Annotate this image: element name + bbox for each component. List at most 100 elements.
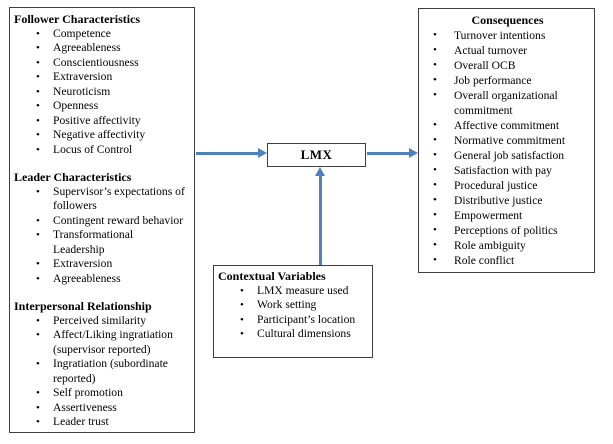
- list-item-label: Overall OCB: [454, 58, 516, 72]
- list-item-label: Role ambiguity: [454, 238, 526, 252]
- list-item: •Affect/Liking ingratiation (supervisor …: [36, 328, 190, 357]
- arrowhead-contextual-to-lmx-icon: [314, 167, 325, 176]
- bullet-icon: •: [36, 42, 40, 54]
- list-item-label: Openness: [53, 99, 99, 112]
- list-item: • Work setting: [240, 298, 368, 313]
- list-item: •Satisfaction with pay: [433, 163, 590, 178]
- list-item-label: Competence: [53, 26, 111, 40]
- bullet-icon: •: [433, 148, 437, 161]
- section-title-follower-characteristics: Follower Characteristics: [14, 12, 141, 26]
- list-item-label: Normative commitment: [454, 133, 566, 147]
- list-item: • Leader trust: [36, 415, 190, 430]
- consequences-box: Consequences •Turnover intentions•Actual…: [418, 8, 595, 273]
- list-item-label: Perceptions of politics: [454, 223, 558, 237]
- list-item-label: Supervisor’s expectations of followers: [53, 184, 185, 213]
- bullet-icon: •: [36, 358, 40, 370]
- bullet-icon: •: [36, 416, 40, 428]
- bullet-icon: •: [240, 313, 244, 326]
- list-item-label: Role conflict: [454, 253, 515, 267]
- list-item: •Extraversion: [36, 70, 190, 85]
- bullet-icon: •: [36, 129, 40, 141]
- bullet-icon: •: [240, 284, 244, 297]
- list-item-label: Job performance: [454, 73, 532, 87]
- list-item-label: Distributive justice: [454, 193, 543, 207]
- list-item-label: Satisfaction with pay: [454, 163, 552, 177]
- arrow-line-lmx-to-consequences: [367, 152, 410, 155]
- bullet-icon: •: [433, 238, 437, 251]
- section-title-contextual-variables: Contextual Variables: [218, 269, 326, 283]
- list-item-label: Leader trust: [53, 415, 109, 428]
- list-item: •Empowerment: [433, 208, 590, 223]
- consequences-list: •Turnover intentions•Actual turnover•Ove…: [423, 28, 592, 268]
- list-item-label: Affective commitment: [454, 118, 560, 132]
- list-item-label: Negative affectivity: [53, 128, 146, 141]
- list-item-label: Procedural justice: [454, 178, 538, 192]
- list-item-label: Agreeableness: [53, 41, 121, 54]
- list-item: • Role ambiguity: [433, 238, 590, 253]
- bullet-icon: •: [36, 387, 40, 399]
- section-title-interpersonal-relationship: Interpersonal Relationship: [14, 299, 152, 313]
- bullet-icon: •: [36, 100, 40, 112]
- interpersonal-relationship-section: Interpersonal Relationship • Perceived si…: [14, 299, 192, 430]
- bullet-icon: •: [433, 73, 437, 86]
- section-title-consequences: Consequences: [471, 13, 544, 27]
- bullet-icon: •: [433, 118, 437, 131]
- list-item: • Agreeableness: [36, 41, 190, 56]
- list-item: •Neuroticism: [36, 85, 190, 100]
- bullet-icon: •: [36, 85, 40, 98]
- bullet-icon: •: [433, 253, 437, 266]
- bullet-icon: •: [36, 314, 40, 327]
- list-item-label: Extraversion: [53, 257, 113, 270]
- list-item-label: Transformational Leadership: [53, 228, 134, 256]
- list-item-label: Work setting: [257, 298, 317, 311]
- list-item-label: Participant’s location: [257, 312, 356, 326]
- list-item-label: Ingratiation (subordinate reported): [53, 357, 168, 385]
- list-item: •Positive affectivity: [36, 114, 190, 129]
- bullet-icon: •: [240, 328, 244, 340]
- arrow-line-contextual-to-lmx: [319, 176, 322, 265]
- list-item: •Overall OCB: [433, 58, 590, 73]
- arrow-line-antecedents-to-lmx: [196, 152, 259, 155]
- contextual-variables-list: •LMX measure used•Work setting•Participa…: [218, 284, 370, 342]
- contextual-variables-box: Contextual Variables •LMX measure used•W…: [213, 265, 373, 358]
- list-item-label: Locus of Control: [53, 142, 133, 156]
- lmx-label: LMX: [300, 147, 333, 162]
- list-item: • Negative affectivity: [36, 128, 190, 143]
- list-item: • Self promotion: [36, 386, 190, 401]
- bullet-icon: •: [433, 133, 437, 146]
- bullet-icon: •: [433, 178, 437, 191]
- list-item: •LMX measure used: [240, 284, 368, 299]
- list-item-label: Extraversion: [53, 70, 113, 83]
- leader-characteristics-section: Leader Characteristics • Supervisor’s exp…: [14, 170, 192, 286]
- follower-characteristics-list: • Competence • Agreeableness • Conscientiousn…: [14, 27, 192, 158]
- list-item: •Overall organizational commitment: [433, 88, 590, 118]
- list-item: •Assertiveness: [36, 401, 190, 416]
- bullet-icon: •: [433, 208, 437, 221]
- list-item-label: Perceived similarity: [53, 313, 147, 327]
- list-item: • Ingratiation (subordinate reported): [36, 357, 190, 386]
- list-item-label: Conscientiousness: [53, 55, 139, 69]
- bullet-icon: •: [240, 299, 244, 311]
- arrowhead-lmx-to-consequences-icon: [409, 148, 418, 158]
- list-item: • Participant’s location: [240, 313, 368, 328]
- list-item: • Role conflict: [433, 253, 590, 268]
- leader-characteristics-list: • Supervisor’s expectations of followers •…: [14, 185, 192, 287]
- list-item-label: Assertiveness: [53, 400, 117, 414]
- list-item: • Extraversion: [36, 257, 190, 272]
- bullet-icon: •: [433, 223, 437, 236]
- list-item-label: Self promotion: [53, 386, 123, 399]
- list-item-label: Contingent reward behavior: [53, 213, 184, 227]
- list-item: • Transformational Leadership: [36, 228, 190, 257]
- bullet-icon: •: [36, 329, 40, 341]
- lmx-box: LMX: [267, 143, 366, 167]
- bullet-icon: •: [36, 229, 40, 241]
- list-item-label: Positive affectivity: [53, 113, 141, 127]
- list-item-label: General job satisfaction: [454, 148, 565, 162]
- bullet-icon: •: [36, 258, 40, 270]
- list-item: • Openness: [36, 99, 190, 114]
- bullet-icon: •: [36, 272, 40, 285]
- list-item: •Locus of Control: [36, 143, 190, 158]
- list-item: • Affective commitment: [433, 118, 590, 133]
- section-title-leader-characteristics: Leader Characteristics: [14, 170, 132, 184]
